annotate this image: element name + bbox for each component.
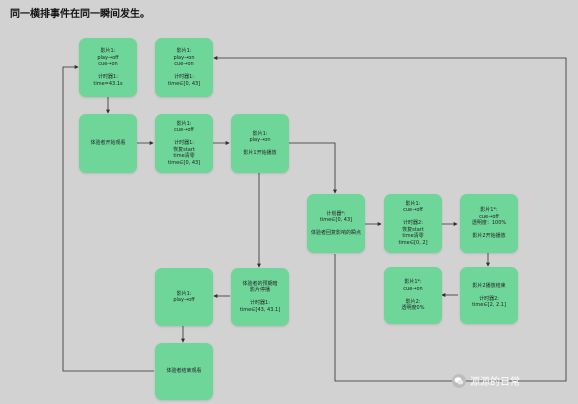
- node-text: 体验者的预期暗 影片停播 计时器1: time∈[43, 43.1]: [239, 280, 281, 313]
- edge-n13-n1: [62, 65, 154, 372]
- node-text: 体验者开始观看: [90, 140, 126, 147]
- node-n6: 计划器*: time∈[0, 43] 体验者回复影响的瞬点: [307, 194, 365, 253]
- node-n13: 体验者结束观看: [155, 343, 213, 400]
- node-text: 影片1: play→on cue→on 计时器1: time∈[0, 43]: [167, 48, 201, 87]
- page-title: 同一横排事件在同一瞬间发生。: [10, 9, 150, 20]
- node-n8: 影片1*: cue→off 透明度：100% 影片2开始播放: [460, 194, 518, 253]
- node-n7: 影片1: cue→off 计时器2: 恢复start time清零 time∈[…: [384, 194, 442, 253]
- watermark: 源源的日常: [452, 373, 520, 388]
- node-text: 影片1*: cue→off 透明度：100% 影片2开始播放: [471, 207, 507, 240]
- node-text: 影片1: play→off cue→on 计时器1: time=43.1s: [93, 48, 123, 87]
- edge-n5-n6: [287, 142, 337, 194]
- node-text: 影片1: play→on 影片1开始播放: [243, 130, 277, 157]
- node-text: 体验者结束观看: [166, 368, 202, 375]
- node-n5: 影片1: play→on 影片1开始播放: [231, 114, 289, 173]
- node-text: 计划器*: time∈[0, 43] 体验者回复影响的瞬点: [310, 210, 361, 237]
- node-n3: 体验者开始观看: [79, 114, 137, 173]
- node-text: 影片1: cue→off 计时器2: 恢复start time清零 time∈[…: [398, 200, 428, 246]
- node-n12: 影片2播放结束 计时器2: time∈[2, 2.1]: [460, 267, 518, 324]
- node-n1: 影片1: play→off cue→on 计时器1: time=43.1s: [79, 38, 137, 97]
- wechat-icon: [452, 373, 466, 388]
- node-n9: 影片1: play→off: [155, 268, 213, 326]
- node-n2: 影片1: play→on cue→on 计时器1: time∈[0, 43]: [155, 38, 213, 97]
- watermark-text: 源源的日常: [470, 377, 520, 388]
- node-n4: 影片1: cue→off 计时器1: 恢复start time清零 time∈[…: [155, 114, 213, 173]
- node-text: 影片1*: cue→on 影片2: 透明度0%: [401, 279, 425, 312]
- edge-loop-n2: [213, 56, 567, 382]
- node-text: 影片1: cue→off 计时器1: 恢复start time清零 time∈[…: [167, 120, 201, 166]
- node-text: 影片2播放结束 计时器2: time∈[2, 2.1]: [472, 282, 506, 309]
- node-n10: 体验者的预期暗 影片停播 计时器1: time∈[43, 43.1]: [231, 268, 289, 326]
- node-n11: 影片1*: cue→on 影片2: 透明度0%: [384, 267, 442, 324]
- node-text: 影片1: play→off: [173, 290, 195, 304]
